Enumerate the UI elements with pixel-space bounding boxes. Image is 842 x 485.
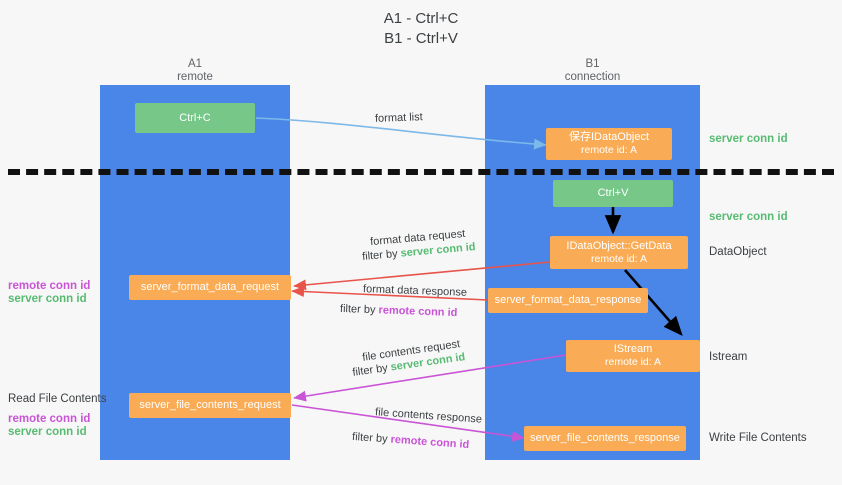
edge-label-format-data-response-text: format data response [362,283,468,299]
edge-label-format-list-text: format list [374,111,423,125]
node-idataobject-getdata-line2: remote id: A [590,252,648,265]
annotation-left-remote-conn-id-bottom: remote conn id [8,412,90,426]
node-server-file-contents-request[interactable]: server_file_contents_request [129,393,291,418]
filter-prefix: filter by [351,361,392,379]
node-ctrl-v-label: Ctrl+V [597,187,629,199]
node-server-format-data-response[interactable]: server_format_data_response [488,288,648,313]
node-save-idataobject-line2: remote id: A [580,144,638,156]
annotation-text: Write File Contents [709,432,807,444]
annotation-left-server-conn-id-mid: server conn id [8,292,87,306]
node-ctrl-c-label: Ctrl+C [179,111,211,124]
annotation-right-dataobject: DataObject [709,245,767,259]
page-title: A1 - Ctrl+C B1 - Ctrl+V [383,10,459,47]
filter-value-remote-conn-id: remote conn id [378,304,458,320]
edge-label-file-contents-response-filter: filter by remote conn id [352,430,470,452]
node-server-file-contents-response-label: server_file_contents_response [530,432,680,444]
annotation-text: server conn id [709,211,788,223]
node-idataobject-getdata-line1: IDataObject::GetData [566,239,672,252]
node-server-file-contents-request-label: server_file_contents_request [139,399,281,411]
annotation-text: DataObject [709,246,767,258]
annotation-right-write-file-contents: Write File Contents [709,431,807,445]
edge-label-file-contents-response-text: file contents response [374,406,483,426]
node-istream-line2: remote id: A [604,356,662,368]
node-istream[interactable]: IStream remote id: A [566,340,700,372]
node-ctrl-v[interactable]: Ctrl+V [553,180,673,207]
filter-prefix: filter by [351,430,391,446]
node-server-format-data-response-label: server_format_data_response [494,294,642,306]
node-save-idataobject-line1: 保存IDataObject [568,131,650,143]
edge-label-format-list: format list [375,110,423,126]
annotation-text: remote conn id [8,413,91,425]
node-server-format-data-request[interactable]: server_format_data_request [129,275,291,300]
filter-prefix: filter by [361,247,402,263]
annotation-left-remote-conn-id-mid: remote conn id [8,279,90,293]
annotation-right-server-conn-id-mid: server conn id [709,210,788,224]
lane-header-b1: B1 connection [564,58,621,83]
annotation-text: server conn id [8,426,87,438]
node-server-file-contents-response[interactable]: server_file_contents_response [524,426,686,451]
edge-label-format-data-response: format data response [363,282,467,300]
edge-label-format-data-response-filter: filter by remote conn id [340,302,458,320]
annotation-text: remote conn id [8,280,91,292]
annotation-text: Istream [709,351,748,363]
annotation-right-istream: Istream [709,350,747,364]
node-server-format-data-request-label: server_format_data_request [140,281,280,293]
node-idataobject-getdata[interactable]: IDataObject::GetData remote id: A [550,236,688,269]
annotation-text: Read File Contents [8,393,107,405]
filter-prefix: filter by [339,302,379,317]
annotation-right-server-conn-id-top: server conn id [709,132,788,146]
annotation-text: server conn id [8,293,87,305]
edge-label-file-contents-response: file contents response [375,405,483,426]
phase-separator [8,169,834,175]
lane-header-a1: A1 remote [177,58,213,83]
annotation-left-server-conn-id-bottom: server conn id [8,425,87,439]
node-istream-line1: IStream [613,343,653,355]
annotation-left-read-file-contents: Read File Contents [8,392,106,406]
node-ctrl-c[interactable]: Ctrl+C [135,103,255,133]
filter-value-remote-conn-id: remote conn id [390,433,470,452]
annotation-text: server conn id [709,133,788,145]
node-save-idataobject[interactable]: 保存IDataObject remote id: A [546,128,672,160]
